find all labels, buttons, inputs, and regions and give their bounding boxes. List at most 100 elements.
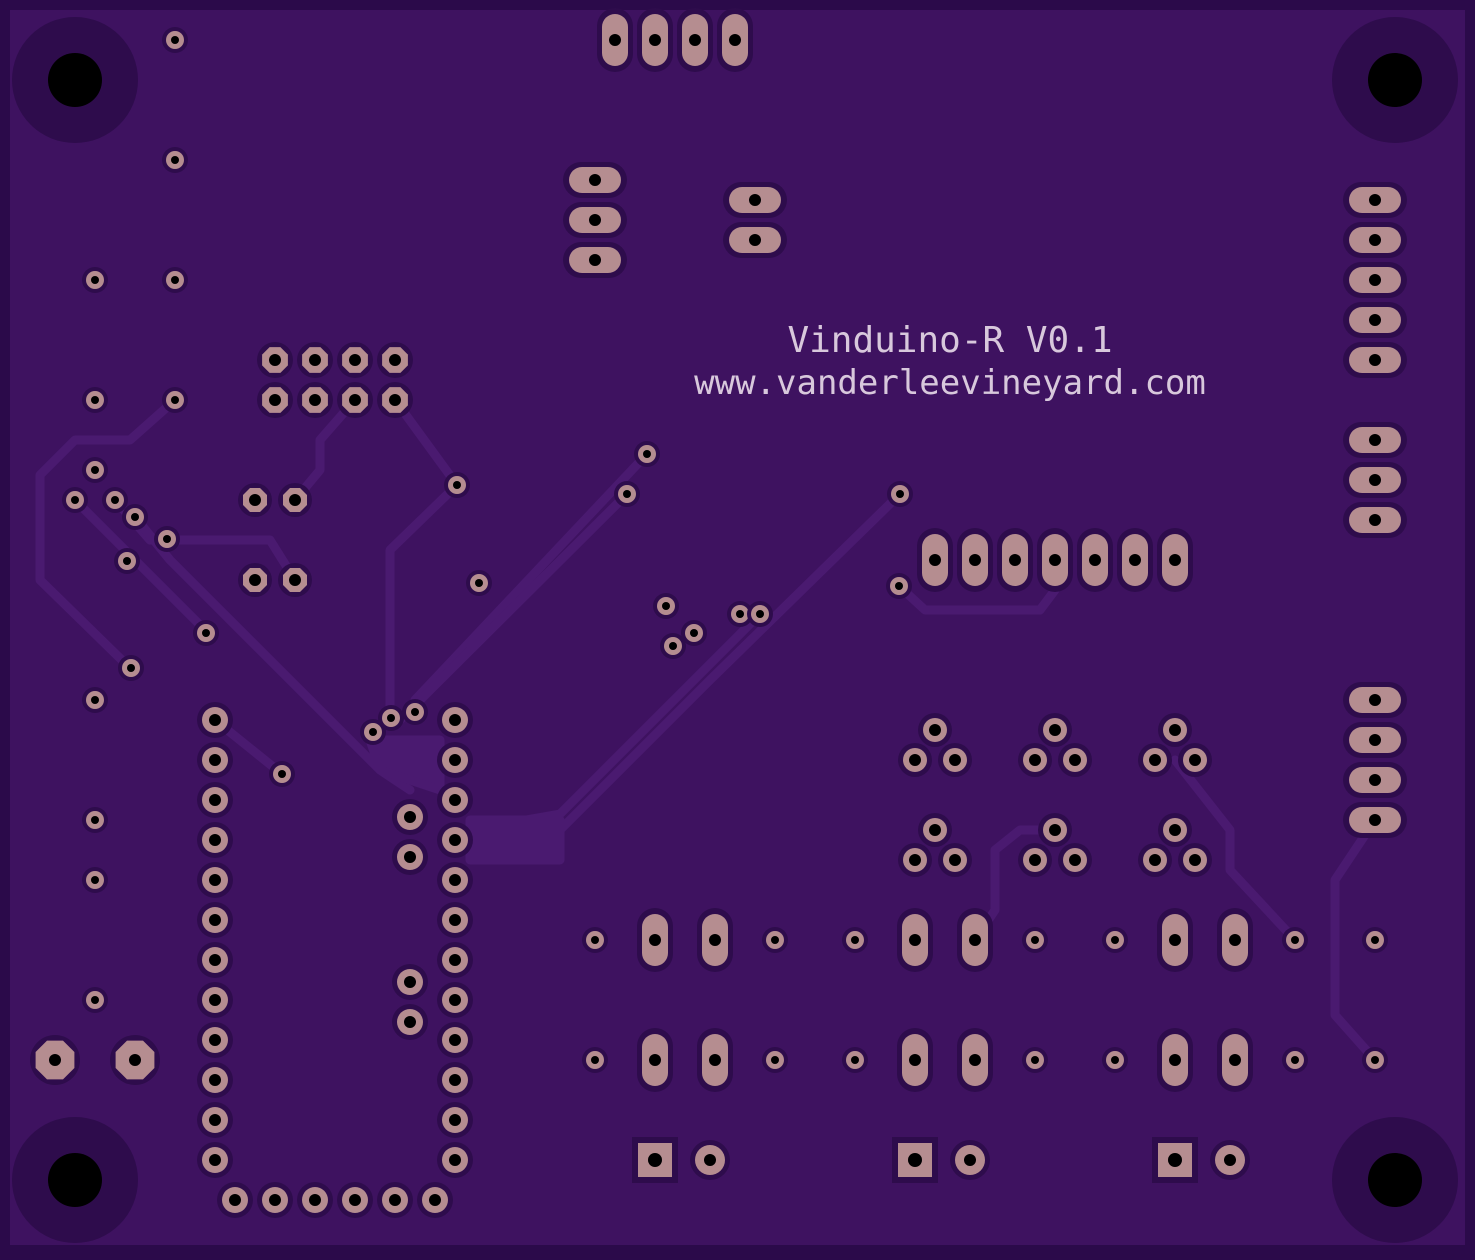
via-drill bbox=[591, 936, 599, 944]
pad-drill bbox=[309, 1194, 321, 1206]
pad-drill bbox=[429, 1194, 441, 1206]
via-drill bbox=[895, 582, 903, 590]
pad-drill bbox=[269, 394, 281, 406]
trace bbox=[894, 581, 1060, 615]
pad-drill bbox=[1369, 814, 1381, 826]
pad-drill bbox=[1149, 854, 1161, 866]
via-drill bbox=[1111, 936, 1119, 944]
pad-drill bbox=[1369, 354, 1381, 366]
pad-drill bbox=[389, 1194, 401, 1206]
pad-drill bbox=[209, 874, 221, 886]
via-drill bbox=[123, 557, 131, 565]
copper-pour bbox=[365, 735, 445, 795]
pad-drill bbox=[349, 394, 361, 406]
pad-drill bbox=[449, 1074, 461, 1086]
via-drill bbox=[91, 996, 99, 1004]
pad-drill bbox=[1369, 774, 1381, 786]
pad-drill bbox=[449, 954, 461, 966]
pad-drill bbox=[949, 754, 961, 766]
via-drill bbox=[91, 276, 99, 284]
pad-drill bbox=[209, 1154, 221, 1166]
via-drill bbox=[771, 936, 779, 944]
via-drill bbox=[171, 276, 179, 284]
pad-drill bbox=[1189, 854, 1201, 866]
pad-drill bbox=[1169, 824, 1181, 836]
pad-drill bbox=[229, 1194, 241, 1206]
pad-drill bbox=[1369, 314, 1381, 326]
pad-drill bbox=[349, 1194, 361, 1206]
pad-drill bbox=[729, 34, 741, 46]
mounting-hole bbox=[1368, 53, 1422, 107]
pad-drill bbox=[404, 976, 416, 988]
pad-drill bbox=[449, 714, 461, 726]
pad-drill bbox=[404, 851, 416, 863]
via-drill bbox=[369, 728, 377, 736]
via-drill bbox=[736, 610, 744, 618]
trace bbox=[130, 512, 415, 795]
pad-drill bbox=[404, 811, 416, 823]
via-drill bbox=[127, 664, 135, 672]
pad-drill bbox=[449, 1154, 461, 1166]
via-drill bbox=[662, 602, 670, 610]
pad-drill bbox=[929, 554, 941, 566]
via-drill bbox=[851, 936, 859, 944]
board-url-silkscreen: www.vanderleevineyard.com bbox=[694, 363, 1206, 403]
pad-drill bbox=[1369, 734, 1381, 746]
via-drill bbox=[623, 490, 631, 498]
trace bbox=[1330, 815, 1380, 1065]
pad-drill bbox=[449, 754, 461, 766]
pad-drill bbox=[1189, 754, 1201, 766]
pad-drill bbox=[1089, 554, 1101, 566]
pad-drill bbox=[1049, 824, 1061, 836]
pad-drill bbox=[1169, 724, 1181, 736]
via-drill bbox=[690, 629, 698, 637]
pad-drill bbox=[1369, 434, 1381, 446]
via-drill bbox=[202, 629, 210, 637]
pad-drill bbox=[1029, 754, 1041, 766]
pad-drill bbox=[909, 1054, 921, 1066]
pad-drill bbox=[269, 354, 281, 366]
pad-drill bbox=[649, 934, 661, 946]
pad-drill bbox=[709, 934, 721, 946]
pad-drill bbox=[209, 954, 221, 966]
pad-drill bbox=[449, 794, 461, 806]
pad-drill bbox=[964, 1154, 976, 1166]
via-drill bbox=[1291, 1056, 1299, 1064]
via-drill bbox=[91, 816, 99, 824]
via-drill bbox=[475, 579, 483, 587]
via-drill bbox=[453, 481, 461, 489]
via-drill bbox=[1291, 936, 1299, 944]
pad-drill bbox=[289, 494, 301, 506]
pad-drill bbox=[1229, 1054, 1241, 1066]
pad-drill bbox=[1369, 474, 1381, 486]
via-drill bbox=[171, 36, 179, 44]
pad-drill bbox=[1069, 854, 1081, 866]
pad-drill bbox=[449, 1114, 461, 1126]
pad-drill bbox=[209, 714, 221, 726]
via-drill bbox=[91, 396, 99, 404]
pad-drill bbox=[449, 994, 461, 1006]
pad-drill bbox=[249, 574, 261, 586]
via-drill bbox=[591, 1056, 599, 1064]
via-drill bbox=[278, 770, 286, 778]
via-drill bbox=[851, 1056, 859, 1064]
via-drill bbox=[171, 156, 179, 164]
pad-drill bbox=[709, 1054, 721, 1066]
via-drill bbox=[411, 708, 419, 716]
pad-drill bbox=[249, 494, 261, 506]
pad-drill bbox=[929, 824, 941, 836]
pad-drill bbox=[1029, 854, 1041, 866]
pad-drill bbox=[389, 354, 401, 366]
pad-drill bbox=[1069, 754, 1081, 766]
pad-drill bbox=[1369, 694, 1381, 706]
pad-drill bbox=[449, 874, 461, 886]
pad-drill bbox=[449, 914, 461, 926]
pad-drill bbox=[309, 394, 321, 406]
pad-drill bbox=[909, 934, 921, 946]
pad-drill bbox=[1049, 724, 1061, 736]
pad-drill bbox=[649, 1054, 661, 1066]
pad-drill bbox=[209, 1034, 221, 1046]
pad-drill bbox=[704, 1154, 716, 1166]
via-drill bbox=[1031, 936, 1039, 944]
